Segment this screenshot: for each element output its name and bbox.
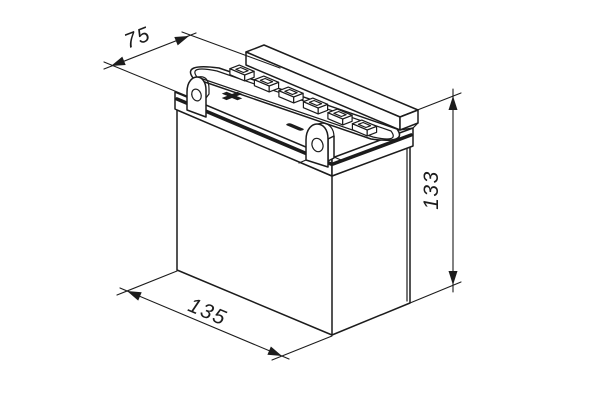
cell-cap-1 <box>229 64 255 82</box>
cap-top <box>327 108 353 120</box>
lug-front-body <box>305 123 329 168</box>
extension-line <box>401 92 462 117</box>
lug-left-body <box>186 76 207 118</box>
cap-top <box>253 75 280 87</box>
lid-edge-heavy-band-right <box>331 133 413 166</box>
cap-top <box>229 64 255 76</box>
dimension-label-height: 133 <box>420 170 443 210</box>
cap-top <box>302 97 329 109</box>
cap-top-inner <box>308 99 323 107</box>
lug-front-foot-left <box>298 159 307 164</box>
mounting-lug-left <box>186 76 210 118</box>
arrowhead <box>448 96 458 110</box>
lug-front-thickness-edge <box>317 122 335 138</box>
plus-terminal-symbol <box>221 91 243 101</box>
arrowhead <box>111 56 126 66</box>
extension-line <box>181 31 281 69</box>
lug-front-side-face <box>327 135 335 162</box>
cap-top-inner <box>284 88 298 96</box>
dimension-height: 133 <box>401 88 462 304</box>
dimension-label-depth: 75 <box>121 22 154 53</box>
block-to-lid-step-line <box>412 122 419 129</box>
arrowhead <box>174 36 189 46</box>
extension-line <box>103 61 188 97</box>
cap-top-inner <box>235 66 249 74</box>
cell-cap-3 <box>278 86 304 104</box>
extension-line <box>116 270 178 296</box>
cell-caps <box>229 64 378 137</box>
cap-top-inner <box>333 110 347 118</box>
cap-top-inner <box>259 77 274 85</box>
lug-front-hole <box>311 137 324 153</box>
lug-left-hole <box>191 88 202 102</box>
arrowhead <box>127 291 142 301</box>
mounting-lug-front <box>298 122 342 168</box>
minus-terminal-symbol <box>286 123 304 131</box>
lug-front-foot-right <box>333 156 342 161</box>
cap-top-inner <box>357 121 372 129</box>
cap-top <box>278 86 304 98</box>
cell-cap-6 <box>351 119 378 137</box>
arrowhead <box>448 271 458 285</box>
cell-cap-5 <box>327 108 353 126</box>
extension-line <box>271 335 333 361</box>
cap-top <box>351 119 378 131</box>
cap-rim-inner <box>194 68 394 140</box>
dimension-line <box>119 287 290 360</box>
cell-cap-2 <box>253 75 280 93</box>
lid-back-edge-line <box>399 127 414 131</box>
lug-left-thickness-edge <box>197 76 210 99</box>
arrowhead <box>267 346 282 356</box>
cell-cap-4 <box>302 97 329 115</box>
